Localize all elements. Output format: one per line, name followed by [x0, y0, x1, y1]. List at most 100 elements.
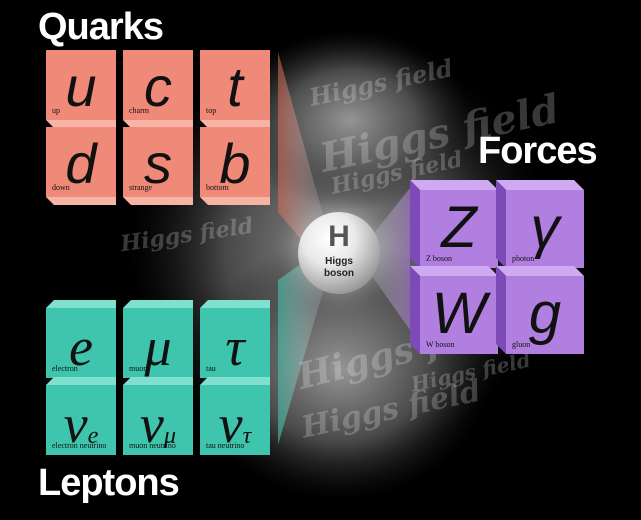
- force-cube: [410, 180, 498, 268]
- forces-title: Forces: [478, 130, 598, 172]
- lepton-name: tau: [206, 364, 216, 373]
- lepton-name: tau neutrino: [206, 441, 245, 450]
- force-name: photon: [512, 254, 535, 263]
- lepton-cube: [200, 300, 270, 378]
- force-cube: [410, 266, 498, 354]
- lepton-symbol: νμ: [123, 393, 193, 455]
- quark-name: up: [52, 106, 60, 115]
- lepton-name: muon neutrino: [129, 441, 176, 450]
- higgs-label: boson: [324, 268, 354, 279]
- quark-name: top: [206, 106, 217, 115]
- lepton-symbol: μ: [123, 316, 193, 378]
- force-cube: [496, 266, 584, 354]
- quark-symbol-char: t: [227, 55, 243, 118]
- force-symbol-char: g: [528, 281, 562, 346]
- lepton-symbol: ντ: [200, 393, 270, 455]
- quark-symbol-char: u: [65, 55, 97, 118]
- lepton-symbol-char: τ: [225, 317, 245, 377]
- lepton-symbol: e: [46, 316, 116, 378]
- quark-cell: t top: [192, 50, 270, 128]
- lepton-name: electron neutrino: [52, 441, 107, 450]
- lepton-symbol-char: ν: [218, 394, 243, 454]
- quark-symbol-char: c: [144, 55, 172, 118]
- lepton-symbol-char: ν: [63, 394, 88, 454]
- quark-cube: [200, 127, 270, 205]
- lepton-cube: [123, 300, 193, 378]
- quark-cube: [123, 50, 193, 128]
- higgs-boson: H Higgs boson: [298, 212, 380, 294]
- quark-symbol: t: [200, 54, 270, 119]
- force-symbol: g: [506, 280, 584, 347]
- quark-cube: [46, 127, 116, 205]
- quark-cube: [200, 50, 270, 128]
- lepton-cube: [46, 300, 116, 378]
- lepton-symbol-char: e: [69, 317, 93, 377]
- lepton-name: electron: [52, 364, 78, 373]
- quark-cube: [46, 50, 116, 128]
- lepton-cube: [200, 377, 270, 455]
- lepton-symbol: νe: [46, 393, 116, 455]
- quark-symbol: s: [123, 131, 193, 196]
- force-name: W boson: [426, 340, 455, 349]
- force-name: Z boson: [426, 254, 452, 263]
- quark-symbol-char: d: [65, 132, 97, 195]
- quark-symbol-char: b: [219, 132, 251, 195]
- higgs-label: Higgs: [325, 256, 353, 267]
- leptons-title: Leptons: [38, 462, 180, 504]
- force-symbol: W: [420, 280, 498, 347]
- higgs-symbol: H: [328, 220, 350, 253]
- quark-face: t top: [200, 50, 270, 120]
- leptons-beam: [278, 252, 330, 445]
- lepton-symbol-subscript: τ: [242, 422, 252, 450]
- lepton-cube: [123, 377, 193, 455]
- force-symbol-char: W: [431, 281, 487, 346]
- quarks-title: Quarks: [38, 6, 164, 48]
- quark-name: down: [52, 183, 70, 192]
- lepton-symbol-subscript: μ: [163, 422, 177, 450]
- lepton-symbol-subscript: e: [87, 422, 99, 450]
- lepton-name: muon: [129, 364, 148, 373]
- lepton-symbol-char: μ: [144, 317, 172, 377]
- quark-symbol-char: s: [144, 132, 172, 195]
- lepton-symbol-char: ν: [139, 394, 164, 454]
- force-symbol-char: γ: [530, 195, 560, 260]
- quark-symbol: d: [46, 131, 116, 196]
- force-symbol: Z: [420, 194, 498, 261]
- quark-name: bottom: [206, 183, 229, 192]
- force-symbol: γ: [506, 194, 584, 261]
- force-symbol-char: Z: [441, 195, 477, 260]
- force-cube: [496, 180, 584, 268]
- quark-symbol: b: [200, 131, 270, 196]
- quark-symbol: u: [46, 54, 116, 119]
- force-name: gluon: [512, 340, 531, 349]
- lepton-symbol: τ: [200, 316, 270, 378]
- forces-beam: [362, 188, 410, 330]
